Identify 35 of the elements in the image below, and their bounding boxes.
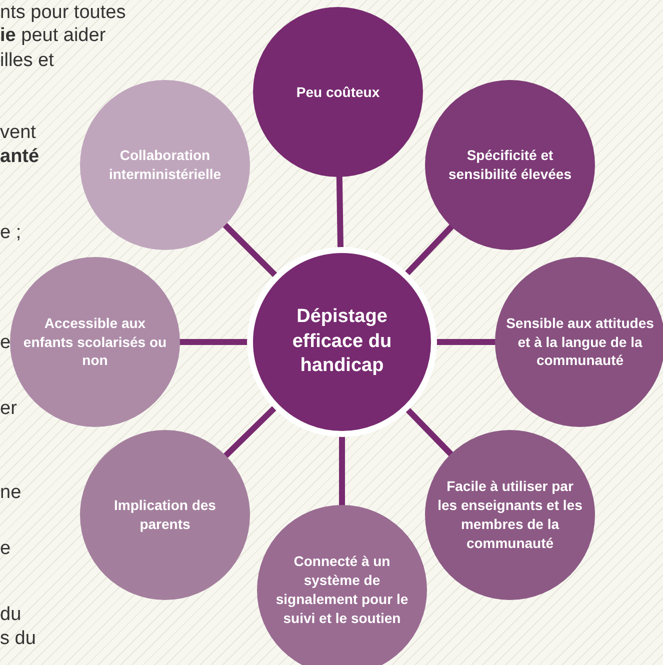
connector-line (405, 407, 454, 457)
circle-label: Dépistage efficace du handicap (291, 304, 393, 378)
connector-line (222, 405, 278, 459)
central-circle (247, 247, 437, 437)
circle-label: Facile à utiliser par les enseignants et les membres de la communauté (436, 477, 584, 553)
circle-label: Accessible aux enfants scolarisés ou non (22, 314, 168, 370)
criterion-circle (253, 7, 423, 177)
paragraph-fragment: vent (0, 122, 36, 144)
connector-line (404, 224, 454, 276)
paragraph-fragment: e (0, 332, 11, 354)
paragraph-fragment: ie peut aider (0, 25, 106, 47)
paragraph-fragment: nts pour toutes (0, 2, 126, 24)
paragraph-fragment: s du (0, 628, 36, 650)
circle-label: Peu coûteux (296, 82, 380, 102)
paragraph-fragment: er (0, 398, 17, 420)
paragraph-fragment: du (0, 604, 22, 626)
circle-label: Connecté à un système de signalement pour le suivi et le soutien (274, 552, 410, 628)
circle-label: Sensible aux attitudes et à la langue de la communauté (505, 314, 655, 370)
paragraph-fragment: e (0, 538, 11, 560)
criterion-circle (257, 505, 427, 665)
paragraph-fragment: ne (0, 482, 22, 504)
paragraph-fragment: e ; (0, 222, 22, 244)
criterion-circle (495, 257, 663, 427)
connector-line (222, 222, 278, 278)
circle-label: Spécificité et sensibilité élevées (448, 146, 572, 184)
criterion-circle (80, 80, 250, 250)
circle-label: Collaboration interministérielle (108, 146, 222, 184)
connector-line (336, 174, 344, 250)
criterion-circle (425, 430, 595, 600)
criterion-circle (80, 430, 250, 600)
criterion-circle (425, 80, 595, 250)
connector-line (339, 434, 345, 508)
circle-label: Implication des parents (113, 496, 217, 534)
paragraph-fragment: illes et (0, 50, 54, 72)
paragraph-fragment: anté (0, 146, 40, 168)
